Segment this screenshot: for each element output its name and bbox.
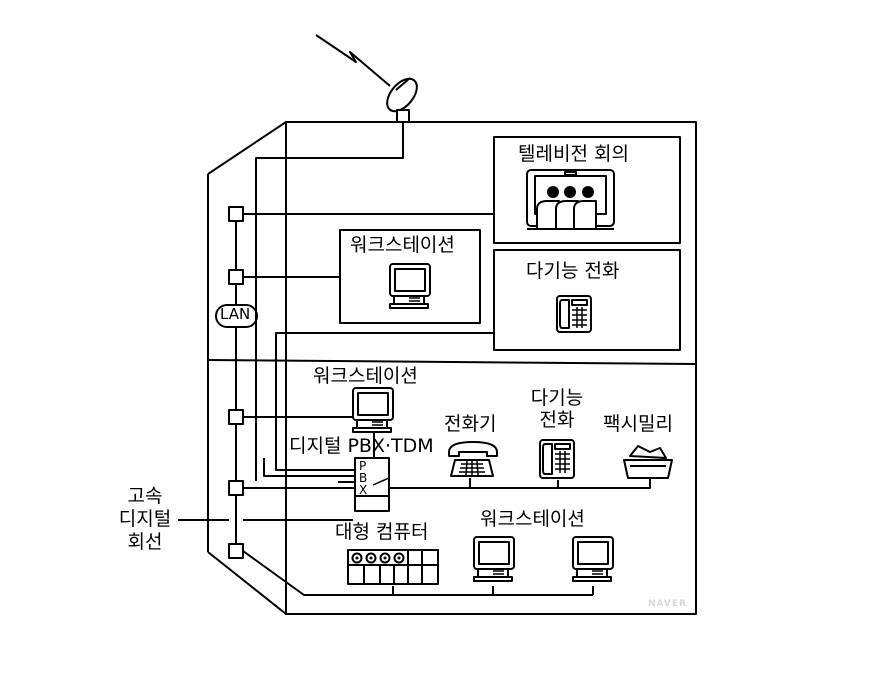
workstation-label-bottom: 워크스테이션 <box>480 508 585 530</box>
lan-node <box>228 480 244 496</box>
pbx-letter-p: P <box>359 459 367 473</box>
mainframe-label: 대형 컴퓨터 <box>335 521 429 543</box>
computer-icon <box>352 387 394 433</box>
computer-icon <box>473 536 515 582</box>
facsimile-label: 팩시밀리 <box>603 413 673 435</box>
pbx-letter-x: X <box>359 483 368 497</box>
high-speed-line-label-3: 회선 <box>127 531 163 553</box>
multifunction-phone-label-mid-1: 다기능 <box>530 387 584 409</box>
computer-icon <box>572 536 614 582</box>
multifunction-phone-icon <box>556 295 592 333</box>
lan-node <box>228 206 244 222</box>
pbx-rack <box>354 457 390 512</box>
multifunction-phone-label-top: 다기능 전화 <box>526 260 620 282</box>
pbx-letter-b: B <box>359 471 368 485</box>
floor-divider <box>207 359 697 365</box>
lan-node <box>228 409 244 425</box>
pbx-tdm-label: 디지털 PBX·TDM <box>289 435 434 457</box>
building-outline <box>207 121 697 615</box>
facsimile-icon <box>623 445 673 479</box>
lan-backbone <box>215 206 258 559</box>
tv-conference-icon <box>526 169 615 230</box>
telephone-icon <box>448 441 498 477</box>
lan-node <box>228 269 244 285</box>
multifunction-phone-label-mid-2: 전화 <box>539 409 575 431</box>
lan-node <box>228 543 244 559</box>
workstation-label-mid: 워크스테이션 <box>313 365 418 387</box>
mainframe-icon <box>347 549 439 585</box>
high-speed-line-label-1: 고속 <box>127 485 163 507</box>
watermark: NAVER <box>648 599 687 609</box>
connection-wires <box>178 122 651 596</box>
workstation-label-top: 워크스테이션 <box>350 234 455 256</box>
computer-icon <box>389 263 431 309</box>
high-speed-line-label-2: 디지털 <box>118 508 172 530</box>
telephone-label: 전화기 <box>444 413 497 435</box>
multifunction-phone-icon <box>539 439 575 479</box>
satellite-dish-icon <box>315 34 418 123</box>
tv-conference-label: 텔레비전 회의 <box>518 143 629 165</box>
lan-label: LAN <box>220 305 251 323</box>
